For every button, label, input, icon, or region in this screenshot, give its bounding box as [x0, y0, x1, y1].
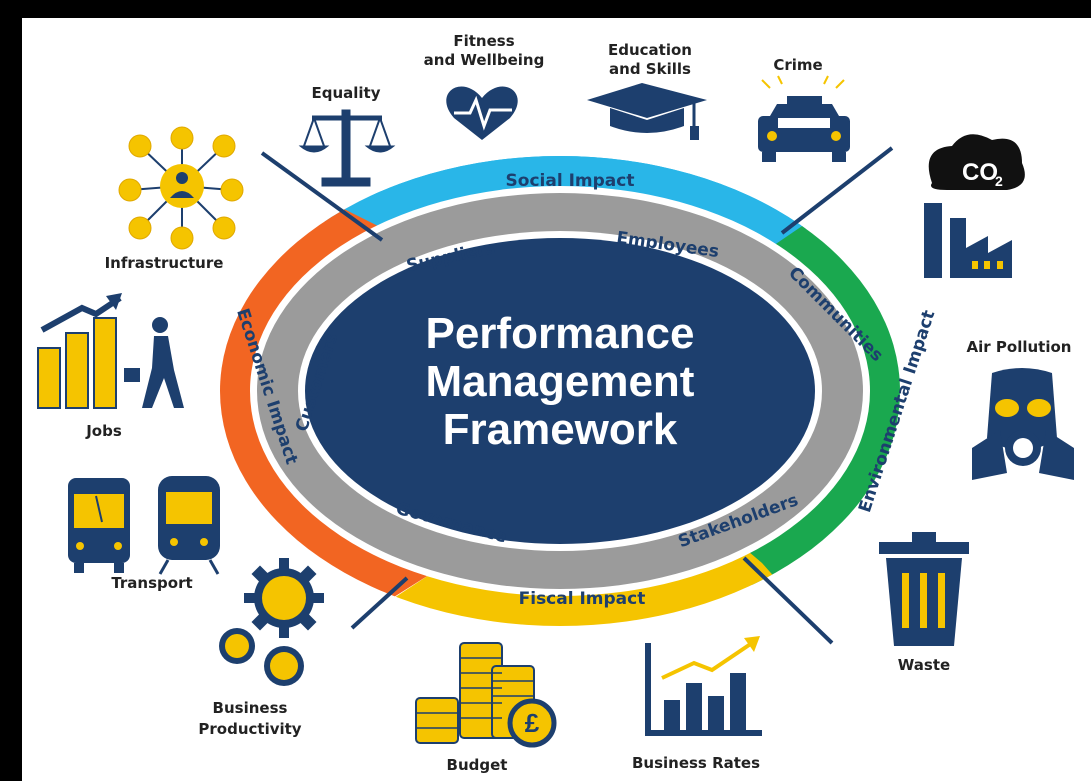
center-title: Performance Management Framework [425, 309, 694, 454]
business-productivity-label-line1: Business [213, 699, 288, 717]
fiscal-impact-label: Fiscal Impact [519, 589, 646, 609]
crime-label: Crime [773, 56, 822, 74]
education-label-line1: Education [608, 41, 692, 59]
co2-factory-icon: CO 2 [924, 134, 1025, 278]
jobs-growth-icon [37, 293, 184, 409]
business-productivity-label-line2: Productivity [198, 720, 301, 738]
waste-label: Waste [898, 656, 950, 674]
gas-mask-icon [972, 368, 1074, 480]
pound-symbol: £ [525, 708, 540, 738]
framework-diagram: Performance Management Framework Social … [37, 32, 1082, 774]
business-rates-label: Business Rates [632, 754, 760, 772]
equality-icon [298, 109, 396, 187]
business-rates-chart-icon [645, 636, 762, 736]
graduation-cap-icon [587, 83, 707, 140]
infrastructure-label: Infrastructure [105, 254, 224, 272]
gears-icon [219, 558, 324, 686]
center-line-3: Framework [443, 405, 678, 454]
social-impact-label: Social Impact [506, 171, 635, 191]
center-ellipse [305, 238, 815, 544]
police-car-icon [758, 75, 850, 162]
diagram-canvas: Performance Management Framework Social … [22, 18, 1091, 781]
education-label-line2: and Skills [609, 60, 691, 78]
co2-text: CO [962, 159, 998, 186]
coins-pound-icon: £ [415, 642, 557, 748]
fitness-label-line1: Fitness [453, 32, 514, 50]
fitness-label-line2: and Wellbeing [424, 51, 545, 69]
budget-label: Budget [447, 756, 508, 774]
waste-bin-icon [879, 532, 969, 646]
infrastructure-network-icon [118, 126, 244, 250]
heart-pulse-icon [446, 86, 518, 140]
co2-subscript: 2 [995, 173, 1003, 189]
transport-label: Transport [111, 574, 192, 592]
segment-dividers [260, 146, 894, 645]
bus-train-icon [68, 476, 220, 575]
center-line-1: Performance [425, 309, 694, 358]
jobs-label: Jobs [85, 422, 122, 440]
center-line-2: Management [426, 357, 695, 406]
air-pollution-label: Air Pollution [967, 338, 1072, 356]
equality-label: Equality [311, 84, 380, 102]
